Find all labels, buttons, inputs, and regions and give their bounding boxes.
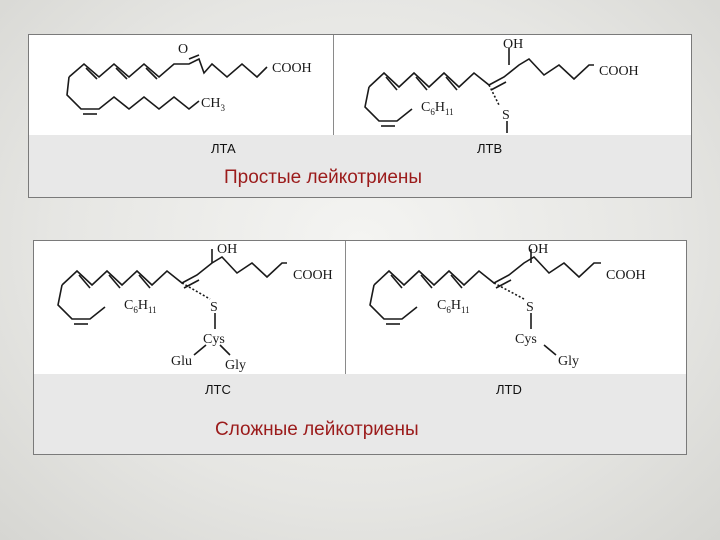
ltc-glycine: Gly [225,358,246,373]
ltc-glutamate: Glu [171,354,192,369]
ltc-sulfur: S [210,300,218,315]
ltb-chain: C6H11 [421,100,454,117]
ltc-hydroxyl: OH [217,242,237,257]
ltb-molecule: OH COOH C6H11 S [364,37,639,133]
ltc-chain: C6H11 [124,298,157,315]
ltd-molecule: OH COOH C6H11 S Cys Gly [369,242,646,369]
ltd-glycine: Gly [558,354,579,369]
complex-leukotrienes-panel: OH COOH C6H11 S Cys Glu Gly OH COOH C6H1… [33,240,687,455]
panel-divider-bottom [345,241,346,374]
lta-molecule: O COOH CH3 [66,42,312,115]
ltc-carboxyl: COOH [293,268,333,283]
label-ltb: ЛТВ [477,141,503,156]
ltb-hydroxyl: OH [503,37,523,52]
label-ltd: ЛТD [496,382,522,397]
ltb-carboxyl: COOH [599,64,639,79]
ltc-cysteine: Cys [203,332,225,347]
label-lta: ЛТА [211,141,236,156]
ltd-hydroxyl: OH [528,242,548,257]
ltc-molecule: OH COOH C6H11 S Cys Glu Gly [57,242,333,373]
lta-methyl: CH3 [201,96,225,113]
ltc-structure-area [34,241,345,374]
ltd-chain: C6H11 [437,298,470,315]
ltd-sulfur: S [526,300,534,315]
lta-carboxyl: COOH [272,61,312,76]
ltd-cysteine: Cys [515,332,537,347]
ltd-structure-area [346,241,686,374]
ltd-carboxyl: COOH [606,268,646,283]
panel-divider [333,35,334,135]
lta-structure-area [29,35,333,135]
simple-leukotrienes-title: Простые лейкотриены [224,167,423,188]
lta-epoxide-oxygen: O [178,42,188,57]
complex-leukotrienes-title: Сложные лейкотриены [215,419,419,440]
ltb-sulfur: S [502,108,510,123]
simple-leukotrienes-panel: O COOH CH3 OH COOH C6H11 S ЛТА ЛТВ Прост… [28,34,692,198]
label-ltc: ЛТС [205,382,231,397]
